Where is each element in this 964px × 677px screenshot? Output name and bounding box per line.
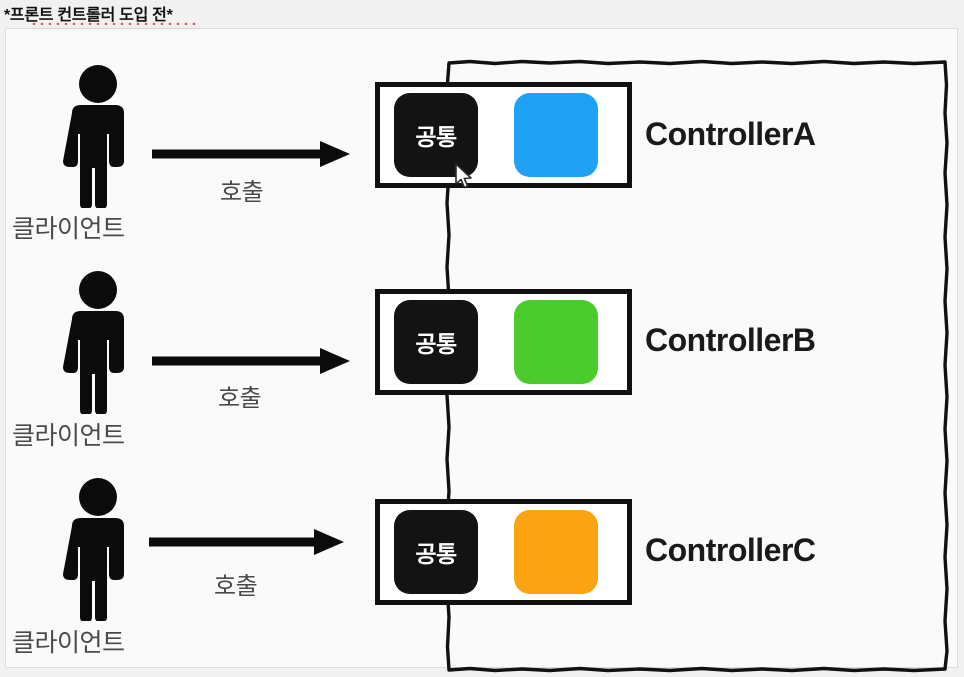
spellcheck-underline (30, 21, 198, 25)
call-arrow (152, 348, 350, 374)
common-chip[interactable]: 공통 (394, 510, 478, 594)
client-figure (48, 269, 148, 414)
call-arrow (152, 141, 350, 167)
controller-box[interactable]: 공통 (375, 499, 632, 605)
common-chip[interactable]: 공통 (394, 300, 478, 384)
client-figure (48, 63, 148, 208)
call-arrow-label: 호출 (218, 385, 262, 412)
client-label: 클라이언트 (12, 215, 125, 243)
controller-box[interactable]: 공통 (375, 289, 632, 395)
mouse-cursor-icon (454, 163, 474, 191)
common-chip-label: 공통 (415, 541, 457, 567)
common-chip[interactable]: 공통 (394, 93, 478, 177)
call-arrow-label: 호출 (220, 179, 264, 206)
controller-name: ControllerC (645, 532, 816, 568)
common-chip-label: 공통 (415, 124, 457, 150)
page-title: *프론트 컨트롤러 도입 전* (4, 7, 173, 24)
controller-name: ControllerB (645, 322, 816, 358)
client-label: 클라이언트 (12, 422, 125, 450)
controller-logic-chip[interactable] (514, 93, 598, 177)
call-arrow (149, 529, 344, 555)
diagram-canvas: 클라이언트 호출 공통 ControllerA 클라이언트 (5, 28, 958, 673)
call-arrow-label: 호출 (214, 573, 258, 600)
title-bar: *프론트 컨트롤러 도입 전* (0, 0, 964, 28)
controller-box[interactable]: 공통 (375, 82, 632, 188)
client-label: 클라이언트 (12, 629, 125, 657)
controller-logic-chip[interactable] (514, 510, 598, 594)
controller-name: ControllerA (645, 116, 816, 152)
controller-logic-chip[interactable] (514, 300, 598, 384)
common-chip-label: 공통 (415, 331, 457, 357)
client-figure (48, 476, 148, 621)
